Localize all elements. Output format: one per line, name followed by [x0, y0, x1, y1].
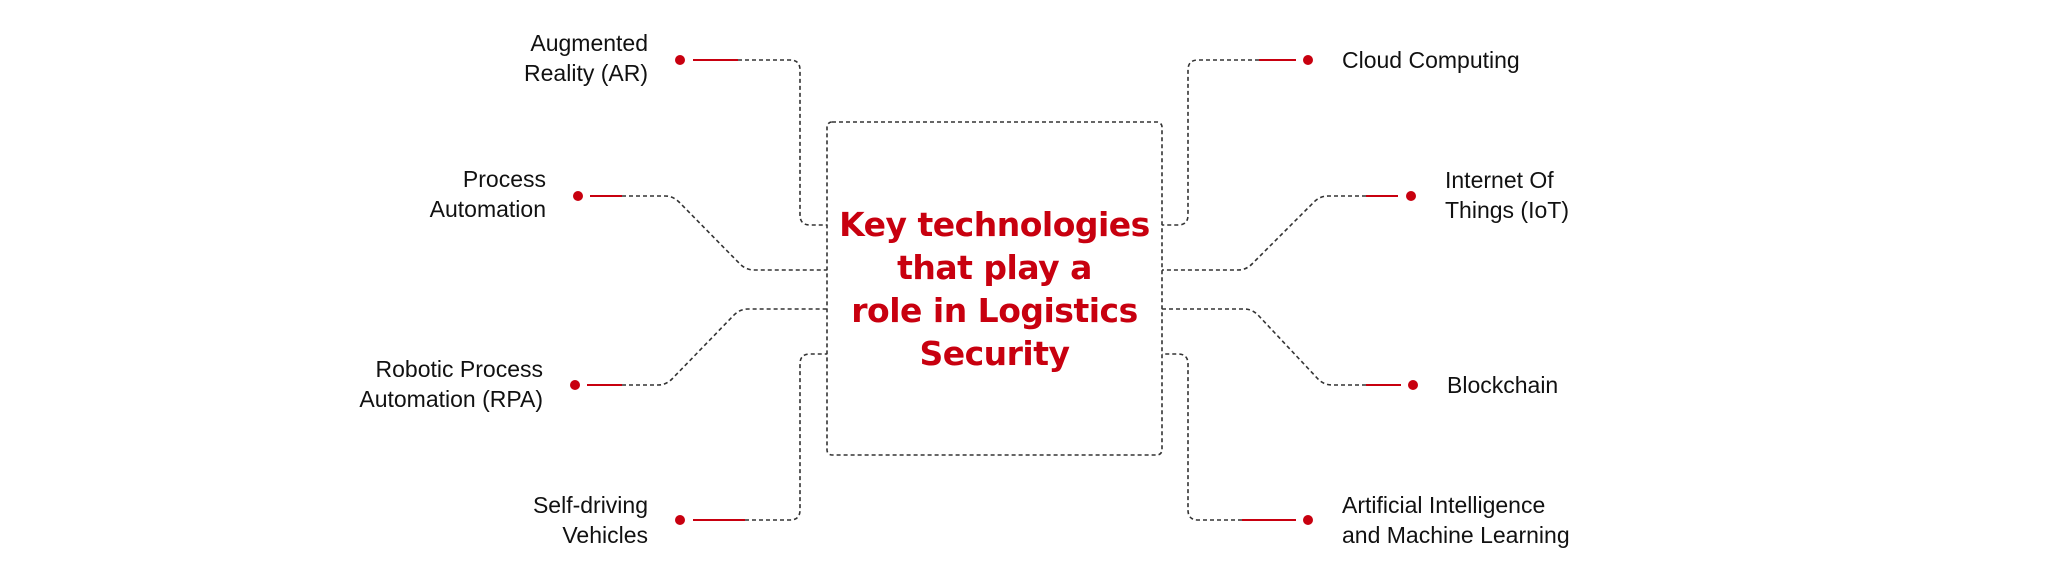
label-iot: Internet Of Things (IoT) — [1445, 167, 1569, 223]
dot-icon-process-automation — [573, 191, 583, 201]
central-box-border — [826, 121, 1163, 456]
connector-rpa — [622, 308, 827, 386]
label-rpa: Robotic Process Automation (RPA) — [359, 356, 543, 412]
label-self-driving-vehicles: Self-driving Vehicles — [532, 492, 648, 548]
central-title: Key technologies that play a role in Log… — [839, 204, 1150, 373]
connector-iot — [1162, 195, 1366, 271]
connector-process-automation — [622, 195, 827, 271]
connector-blockchain — [1162, 308, 1366, 386]
label-blockchain: Blockchain — [1447, 372, 1559, 398]
dot-icon-self-driving — [675, 515, 685, 525]
dot-icon-ai — [1303, 515, 1313, 525]
connector-ai — [1162, 353, 1242, 521]
central-box: Key technologies that play a role in Log… — [827, 122, 1162, 455]
label-cloud-computing: Cloud Computing — [1342, 47, 1520, 73]
label-ai-ml: Artificial Intelligence and Machine Lear… — [1342, 492, 1570, 548]
dot-icon-cloud — [1303, 55, 1313, 65]
label-augmented-reality: Augmented Reality (AR) — [524, 30, 648, 86]
label-process-automation: Process Automation — [429, 166, 546, 222]
connector-self-driving — [745, 353, 827, 521]
connector-cloud — [1162, 59, 1259, 226]
dot-icon-iot — [1406, 191, 1416, 201]
connector-ar — [738, 59, 827, 226]
dot-icon-blockchain — [1408, 380, 1418, 390]
dot-icon-ar — [675, 55, 685, 65]
dot-icon-rpa — [570, 380, 580, 390]
